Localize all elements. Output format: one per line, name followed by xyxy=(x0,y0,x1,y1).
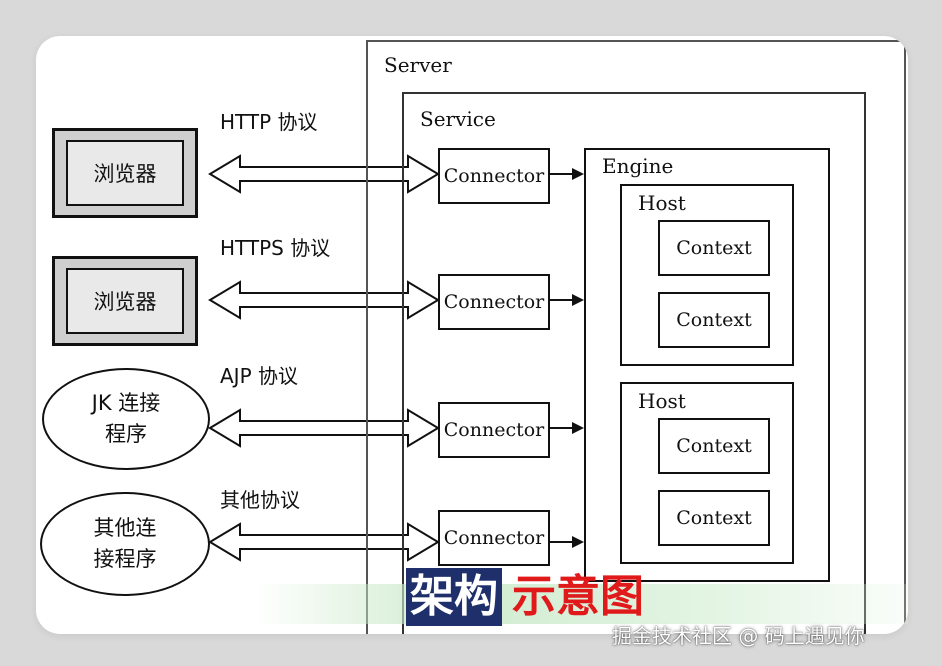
connector-box-1: Connector xyxy=(438,148,550,204)
host-label-1: Host xyxy=(638,191,686,215)
service-label: Service xyxy=(420,107,496,131)
server-label: Server xyxy=(384,53,452,77)
caption-title-part2: 示意图 xyxy=(512,571,644,622)
host-label-2: Host xyxy=(638,389,686,413)
context-box-4: Context xyxy=(658,490,770,546)
engine-arrow-head-4 xyxy=(572,536,584,548)
engine-box xyxy=(584,148,830,582)
context-box-3: Context xyxy=(658,418,770,474)
context-box-1: Context xyxy=(658,220,770,276)
connector-box-3: Connector xyxy=(438,402,550,458)
protocol-label-other: 其他协议 xyxy=(220,488,300,512)
jk-connector-program: JK 连接 程序 xyxy=(42,368,210,470)
server-box xyxy=(366,40,906,634)
connector-box-2: Connector xyxy=(438,274,550,330)
other-connector-program: 其他连 接程序 xyxy=(40,492,210,596)
diagram-card: Server Service Engine Host Context Conte… xyxy=(36,36,908,634)
engine-label: Engine xyxy=(602,154,674,178)
service-box xyxy=(402,92,866,634)
engine-arrow-head-2 xyxy=(572,294,584,306)
protocol-label-ajp: AJP 协议 xyxy=(220,364,298,388)
browser-client-2: 浏览器 xyxy=(52,256,198,346)
watermark-text: 掘金技术社区 @ 码上遇见你 xyxy=(612,624,865,648)
jk-program-label-line2: 程序 xyxy=(104,422,147,446)
protocol-label-http: HTTP 协议 xyxy=(220,110,318,134)
jk-program-label-line1: JK 连接 xyxy=(91,391,161,415)
other-program-label-line1: 其他连 xyxy=(93,516,157,540)
browser-label-2: 浏览器 xyxy=(66,268,184,334)
engine-arrow-head-1 xyxy=(572,168,584,180)
other-program-label-line2: 接程序 xyxy=(93,547,157,571)
browser-label-1: 浏览器 xyxy=(66,140,184,206)
context-box-2: Context xyxy=(658,292,770,348)
browser-client-1: 浏览器 xyxy=(52,128,198,218)
host-box-2 xyxy=(620,382,794,564)
connector-box-4: Connector xyxy=(438,510,550,566)
engine-arrow-head-3 xyxy=(572,422,584,434)
host-box-1 xyxy=(620,184,794,366)
caption-title-part1: 架构 xyxy=(406,568,502,626)
caption-banner xyxy=(254,584,908,624)
protocol-label-https: HTTPS 协议 xyxy=(220,236,331,260)
